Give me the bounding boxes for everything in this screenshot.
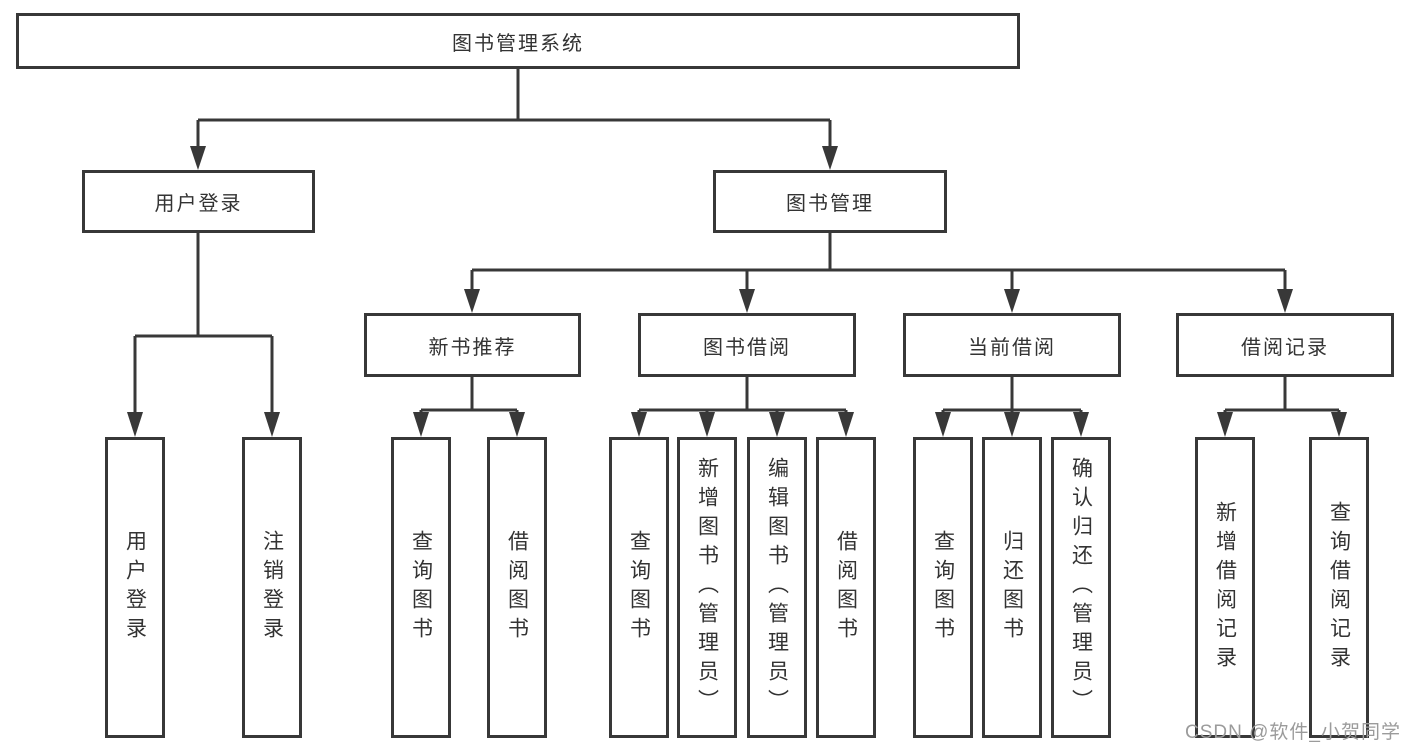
- connector-new-book-rec-branch: [413, 377, 525, 437]
- node-book-borrow-label: 图书借阅: [703, 336, 791, 359]
- leaf-logout-label: 注销登录: [260, 529, 284, 646]
- arrow-down-icon: [739, 289, 755, 313]
- arrow-down-icon: [509, 412, 525, 437]
- node-book-mgmt-label: 图书管理: [786, 193, 874, 215]
- leaf-borrow-book-b-label: 借阅图书: [834, 529, 858, 646]
- leaf-borrow-book-a-label: 借阅图书: [505, 529, 529, 646]
- node-new-book-rec-label: 新书推荐: [428, 336, 517, 359]
- leaf-return-book-label: 归还图书: [1000, 529, 1024, 646]
- arrow-down-icon: [190, 146, 206, 170]
- leaf-add-record-label: 新增借阅记录: [1213, 500, 1237, 675]
- arrow-down-icon: [413, 412, 429, 437]
- node-borrow-records-label: 借阅记录: [1241, 336, 1329, 359]
- leaf-user-login-label: 用户登录: [123, 529, 147, 646]
- arrow-down-icon: [935, 412, 951, 437]
- connector-book-mgmt-branch: [464, 233, 1293, 313]
- arrow-down-icon: [1004, 289, 1020, 313]
- leaf-query-book-b: 查询图书: [609, 437, 669, 738]
- connector-book-borrow-branch: [631, 377, 854, 437]
- connector-borrow-records-branch: [1217, 377, 1347, 437]
- node-new-book-rec: 新书推荐: [364, 313, 581, 377]
- node-user-login-label: 用户登录: [154, 193, 243, 215]
- arrow-down-icon: [1331, 412, 1347, 437]
- arrow-down-icon: [822, 146, 838, 170]
- leaf-query-book-b-label: 查询图书: [627, 529, 651, 646]
- arrow-down-icon: [127, 412, 143, 437]
- node-book-borrow: 图书借阅: [638, 313, 856, 377]
- arrow-down-icon: [1073, 412, 1089, 437]
- arrow-down-icon: [1004, 412, 1020, 437]
- connector-current-borrow-branch: [935, 377, 1089, 437]
- leaf-confirm-return-label: 确认归还（管理员）: [1069, 457, 1093, 718]
- arrow-down-icon: [769, 412, 785, 437]
- leaf-user-login: 用户登录: [105, 437, 165, 738]
- leaf-query-record: 查询借阅记录: [1309, 437, 1369, 738]
- leaf-logout: 注销登录: [242, 437, 302, 738]
- leaf-add-book-label: 新增图书（管理员）: [695, 457, 719, 718]
- leaf-edit-book-label: 编辑图书（管理员）: [765, 457, 789, 718]
- leaf-query-book-a-label: 查询图书: [409, 529, 433, 646]
- connector-root-to-level2: [190, 69, 838, 170]
- arrow-down-icon: [464, 289, 480, 313]
- arrow-down-icon: [264, 412, 280, 437]
- arrow-down-icon: [838, 412, 854, 437]
- leaf-return-book: 归还图书: [982, 437, 1042, 738]
- arrow-down-icon: [631, 412, 647, 437]
- node-root: 图书管理系统: [16, 13, 1020, 69]
- csdn-watermark: CSDN @软件_小贺同学: [1185, 722, 1401, 743]
- leaf-query-book-c: 查询图书: [913, 437, 973, 738]
- node-borrow-records: 借阅记录: [1176, 313, 1394, 377]
- arrow-down-icon: [1277, 289, 1293, 313]
- node-book-mgmt: 图书管理: [713, 170, 947, 233]
- node-user-login: 用户登录: [82, 170, 315, 233]
- leaf-confirm-return: 确认归还（管理员）: [1051, 437, 1111, 738]
- node-current-borrow-label: 当前借阅: [968, 336, 1056, 359]
- leaf-query-book-a: 查询图书: [391, 437, 451, 738]
- leaf-add-record: 新增借阅记录: [1195, 437, 1255, 738]
- arrow-down-icon: [699, 412, 715, 437]
- leaf-borrow-book-b: 借阅图书: [816, 437, 876, 738]
- leaf-query-record-label: 查询借阅记录: [1327, 500, 1351, 675]
- node-current-borrow: 当前借阅: [903, 313, 1121, 377]
- connector-user-login-branch: [127, 233, 280, 437]
- node-root-label: 图书管理系统: [452, 32, 584, 55]
- leaf-add-book: 新增图书（管理员）: [677, 437, 737, 738]
- leaf-borrow-book-a: 借阅图书: [487, 437, 547, 738]
- leaf-edit-book: 编辑图书（管理员）: [747, 437, 807, 738]
- leaf-query-book-c-label: 查询图书: [931, 529, 955, 646]
- arrow-down-icon: [1217, 412, 1233, 437]
